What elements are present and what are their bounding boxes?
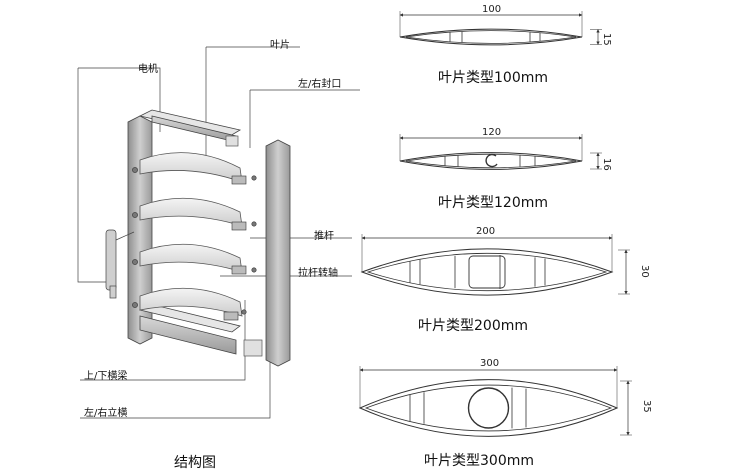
structure-caption: 结构图 (174, 455, 216, 471)
label-push-rod: 推杆 (314, 231, 334, 242)
profile-3-caption: 叶片类型200mm (418, 318, 528, 334)
structure-drawing (77, 46, 360, 419)
profile-2-inner (405, 153, 577, 169)
profile-2-width: 120 (482, 127, 502, 138)
label-blade: 叶片 (270, 40, 290, 51)
profile-2-caption: 叶片类型120mm (438, 195, 548, 211)
profile-3-width: 200 (476, 226, 496, 237)
blade-group (139, 152, 243, 317)
profile-1-height: 15 (601, 33, 612, 46)
profile-2-center-clip (485, 153, 498, 168)
profile-3-height: 30 (639, 265, 650, 278)
profile-4-height: 35 (641, 400, 652, 413)
profile-4-center-ring (467, 387, 510, 429)
profile-1-width: 100 (482, 4, 502, 15)
profile-drawings (358, 11, 632, 437)
profile-1-caption: 叶片类型100mm (438, 70, 548, 86)
profile-1-inner (405, 30, 577, 44)
pivots (132, 167, 257, 321)
profile-3-inner (366, 252, 608, 292)
label-end-cap: 左/右封口 (298, 79, 342, 90)
profile-4-inner (364, 384, 613, 432)
label-upright: 左/右立横 (84, 408, 128, 419)
label-cross-beam: 上/下横梁 (84, 371, 128, 382)
profile-1-outline (399, 28, 583, 46)
label-motor: 电机 (138, 64, 158, 75)
profile-2-height: 16 (601, 158, 612, 171)
profile-4-width: 300 (480, 358, 500, 369)
motor (105, 229, 135, 299)
profile-4-caption: 叶片类型300mm (424, 453, 534, 469)
profile-3-center-box (468, 255, 506, 289)
label-rod-shaft: 拉杆转轴 (298, 268, 338, 279)
